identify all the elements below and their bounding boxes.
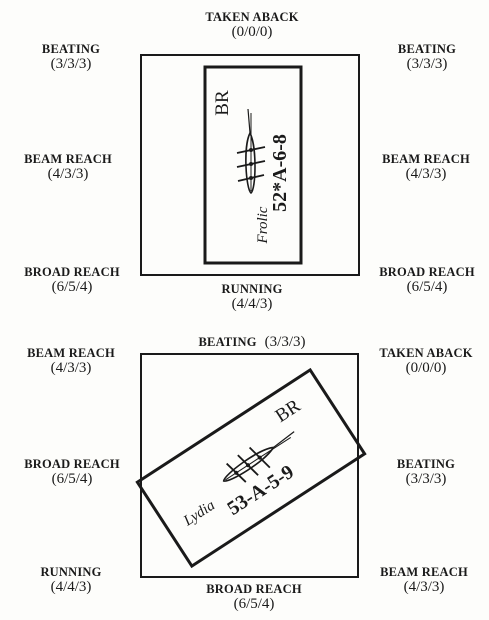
counter-border xyxy=(135,367,367,569)
sailing-ship-icon xyxy=(222,431,295,483)
point-of-sail-value: (6/5/4) xyxy=(51,279,93,296)
point-of-sail-name: BROAD REACH xyxy=(379,265,475,279)
point-of-sail-value: (3/3/3) xyxy=(405,471,447,488)
label-top: TAKEN ABACK (0/0/0) xyxy=(182,10,322,42)
counter-tag: BR xyxy=(272,395,305,427)
label-mid-left: BROAD REACH (6/5/4) xyxy=(2,457,142,489)
ship-counter-lydia: BR 53-A-5-9 Lydia xyxy=(135,367,367,569)
label-top-left: BEATING (3/3/3) xyxy=(1,42,141,74)
point-of-sail-value: (3/3/3) xyxy=(50,56,92,73)
point-of-sail-value: (3/3/3) xyxy=(264,334,306,350)
label-bottom-left: RUNNING (4/4/3) xyxy=(1,565,141,597)
point-of-sail-value: (4/3/3) xyxy=(403,579,445,596)
frame-box xyxy=(140,353,359,578)
point-of-sail-value: (0/0/0) xyxy=(231,24,273,41)
point-of-sail-value: (4/4/3) xyxy=(50,579,92,596)
point-of-sail-value: (6/5/4) xyxy=(51,471,93,488)
sailing-ship-icon xyxy=(236,108,266,195)
point-of-sail-name: BEATING xyxy=(41,42,101,56)
point-of-sail-value: (4/3/3) xyxy=(50,360,92,377)
point-of-sail-name: BROAD REACH xyxy=(206,582,302,596)
point-of-sail-name: TAKEN ABACK xyxy=(379,346,473,360)
label-top-left: BEAM REACH (4/3/3) xyxy=(1,346,141,378)
label-bottom: BROAD REACH (6/5/4) xyxy=(184,582,324,614)
point-of-sail-name: BROAD REACH xyxy=(24,457,120,471)
point-of-sail-name: BEAM REACH xyxy=(380,565,468,579)
label-top-right: TAKEN ABACK (0/0/0) xyxy=(356,346,489,378)
label-mid-right: BEAM REACH (4/3/3) xyxy=(356,152,489,184)
label-top-right: BEATING (3/3/3) xyxy=(357,42,489,74)
point-of-sail-value: (6/5/4) xyxy=(406,279,448,296)
point-of-sail-value: (4/3/3) xyxy=(405,166,447,183)
point-of-sail-value: (4/3/3) xyxy=(47,166,89,183)
counter-ship-name: Frolic xyxy=(255,206,271,244)
ship-counter-frolic: BR 52*A-6-8 Frolic xyxy=(203,65,303,265)
point-of-sail-name: RUNNING xyxy=(221,282,283,296)
counter-ship-name: Lydia xyxy=(180,498,218,530)
point-of-sail-name: BEAM REACH xyxy=(382,152,470,166)
point-of-sail-name: BROAD REACH xyxy=(24,265,120,279)
label-bottom-left: BROAD REACH (6/5/4) xyxy=(2,265,142,297)
point-of-sail-value: (6/5/4) xyxy=(233,596,275,613)
label-bottom-right: BROAD REACH (6/5/4) xyxy=(357,265,489,297)
point-of-sail-value: (3/3/3) xyxy=(406,56,448,73)
counter-border xyxy=(203,65,303,265)
point-of-sail-name: BEAM REACH xyxy=(24,152,112,166)
point-of-sail-value: (0/0/0) xyxy=(405,360,447,377)
point-of-sail-name: BEAM REACH xyxy=(27,346,115,360)
counter-tag: BR xyxy=(212,90,233,116)
point-of-sail-value: (4/4/3) xyxy=(231,296,273,313)
frame-box xyxy=(140,54,360,276)
label-mid-left: BEAM REACH (4/3/3) xyxy=(0,152,138,184)
point-of-sail-name: RUNNING xyxy=(40,565,102,579)
label-bottom: RUNNING (4/4/3) xyxy=(182,282,322,314)
point-of-sail-name: BEATING xyxy=(397,42,457,56)
label-top: BEATING (3/3/3) xyxy=(152,333,352,351)
point-of-sail-name: BEATING xyxy=(396,457,456,471)
counter-code: 52*A-6-8 xyxy=(269,134,291,212)
point-of-sail-name: TAKEN ABACK xyxy=(205,10,299,24)
point-of-sail-name: BEATING xyxy=(198,335,257,349)
label-bottom-right: BEAM REACH (4/3/3) xyxy=(354,565,489,597)
label-mid-right: BEATING (3/3/3) xyxy=(356,457,489,489)
